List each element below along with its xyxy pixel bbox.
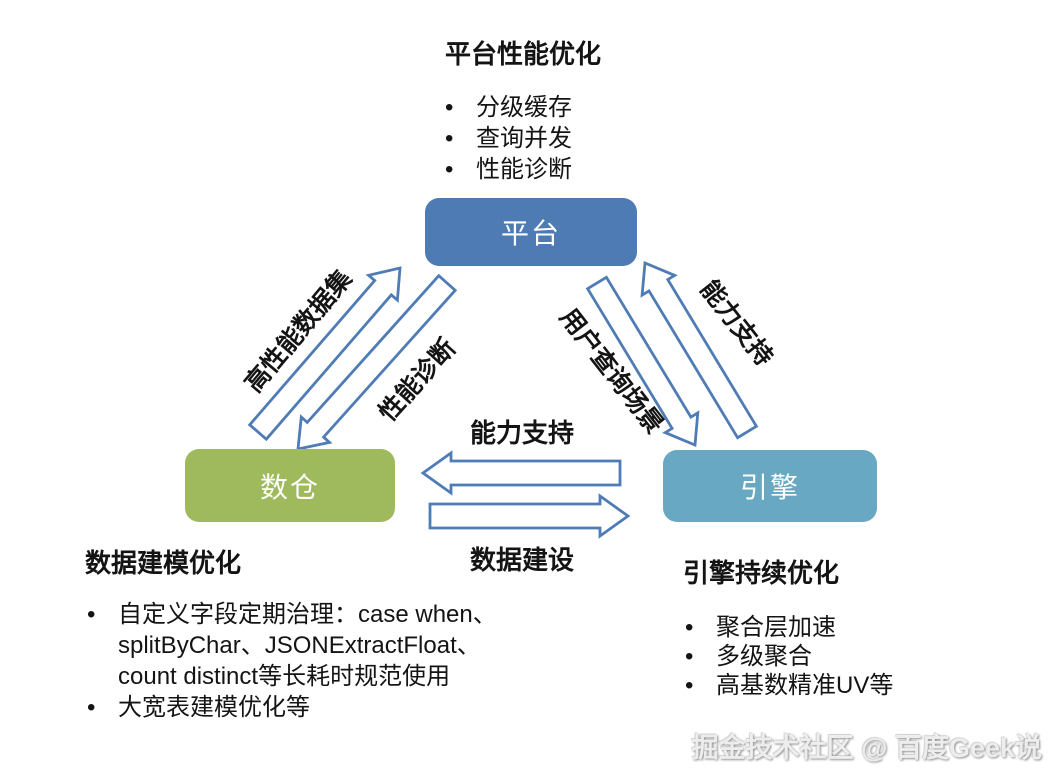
arrow-warehouse-to-engine (428, 493, 631, 539)
list-item: 分级缓存 (443, 92, 572, 123)
engine-notes-title: 引擎持续优化 (683, 558, 840, 588)
node-platform: 平台 (425, 198, 637, 266)
node-warehouse: 数仓 (185, 449, 395, 522)
arrow-warehouse-to-platform (247, 266, 402, 442)
node-warehouse-label: 数仓 (259, 471, 320, 503)
node-engine-label: 引擎 (739, 472, 800, 503)
list-item: 多级聚合 (683, 642, 893, 671)
warehouse-notes-title: 数据建模优化 (85, 548, 242, 578)
node-engine: 引擎 (663, 450, 877, 522)
platform-notes-title: 平台性能优化 (444, 39, 602, 69)
arrow-platform-to-engine (585, 275, 700, 448)
list-item: 自定义字段定期治理：case when、splitByChar、JSONExtr… (85, 599, 537, 692)
edge-label-warehouse-to-engine: 数据建设 (469, 545, 575, 575)
arrow-platform-to-warehouse (296, 273, 458, 451)
list-item: 大宽表建模优化等 (85, 692, 537, 723)
arrow-engine-to-platform (640, 260, 759, 440)
watermark: 掘金技术社区 @ 百度Geek说 (691, 733, 1042, 763)
list-item: 性能诊断 (443, 154, 572, 185)
edge-label-engine-to-warehouse: 能力支持 (469, 418, 575, 448)
list-item: 高基数精准UV等 (683, 671, 893, 700)
list-item: 聚合层加速 (683, 613, 893, 642)
node-platform-label: 平台 (500, 218, 561, 249)
warehouse-notes-list: 自定义字段定期治理：case when、splitByChar、JSONExtr… (85, 599, 537, 723)
list-item: 查询并发 (443, 123, 572, 154)
arrow-engine-to-warehouse (420, 450, 622, 496)
engine-notes-list: 聚合层加速 多级聚合 高基数精准UV等 (683, 613, 893, 700)
platform-notes-list: 分级缓存 查询并发 性能诊断 (443, 92, 572, 185)
platform-notes-heading: 平台性能优化 (445, 34, 601, 71)
